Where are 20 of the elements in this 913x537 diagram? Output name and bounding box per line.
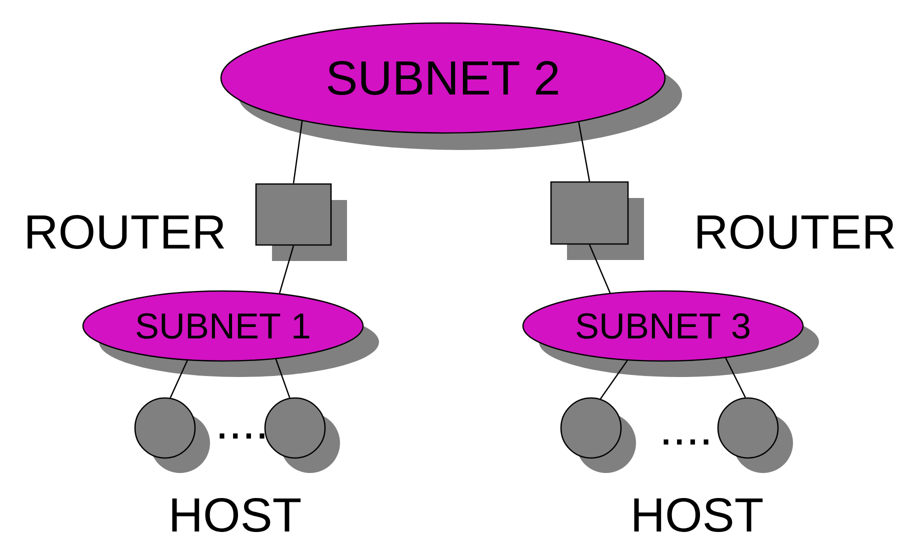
connector-line [275, 358, 290, 398]
connector-line [278, 245, 294, 294]
connector-line [600, 360, 628, 400]
ellipsis-dots: .... [664, 439, 708, 445]
ellipsis-dots: .... [220, 433, 264, 439]
connector-line [725, 358, 746, 398]
host-circle [717, 397, 793, 473]
connector-line [578, 122, 590, 182]
host-label: HOST [634, 498, 763, 532]
router-box [255, 183, 347, 261]
connector-line [170, 360, 188, 398]
host-circle [264, 397, 340, 473]
host-circle [560, 397, 636, 473]
host-label: HOST [172, 498, 301, 532]
connector-line [292, 120, 303, 184]
host-circle [134, 397, 210, 473]
router-box [550, 181, 644, 260]
router-label: ROUTER [28, 215, 224, 249]
connector-line [588, 244, 611, 294]
router-label: ROUTER [698, 215, 894, 249]
